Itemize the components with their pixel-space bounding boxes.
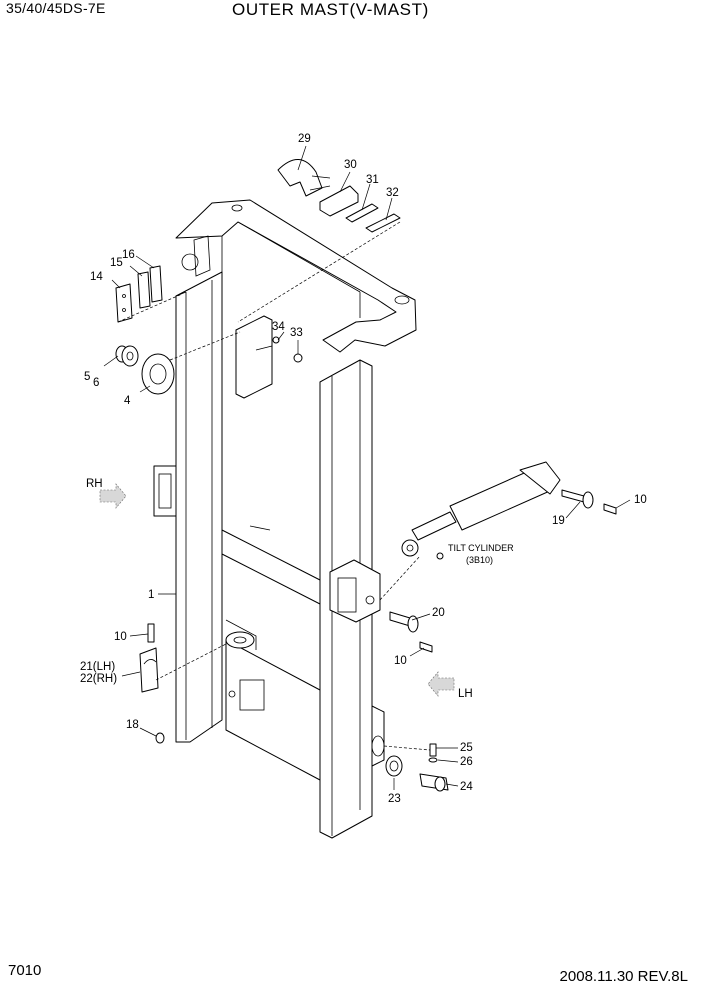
callout-30: 30 [344, 159, 357, 171]
part-20-pin [389, 611, 419, 633]
tilt-cylinder [401, 461, 561, 560]
part-10-bolt-a [603, 503, 617, 515]
callout-29: 29 [298, 133, 311, 145]
middle-crossmember [221, 525, 321, 605]
callout-14: 14 [90, 271, 103, 283]
callout-31: 31 [366, 174, 379, 186]
lower-crossmember [225, 619, 321, 781]
callout-23: 23 [388, 793, 401, 805]
rh-direction-arrow: RH [86, 478, 127, 509]
revision-date: 2008.11.30 REV.8L [559, 968, 688, 985]
lower-right-bracket [371, 705, 385, 767]
part-21-22-bracket [139, 647, 159, 693]
leader-lines [103, 145, 631, 790]
model-code: 35/40/45DS-7E [6, 0, 106, 16]
chain-anchor-bracket [235, 315, 303, 399]
callout-5: 5 [84, 371, 90, 383]
callout-26: 26 [460, 756, 473, 768]
tilt-cylinder-label: TILT CYLINDER [448, 543, 514, 553]
part-32-plate [365, 213, 401, 233]
page-title: OUTER MAST(V-MAST) [232, 0, 429, 19]
callout-20: 20 [432, 607, 445, 619]
callout-10-a: 10 [634, 494, 647, 506]
tilt-cylinder-ref: (3B10) [466, 555, 493, 565]
mast-top-crossmember [175, 199, 417, 353]
callout-16: 16 [122, 249, 135, 261]
callout-labels: 29 30 31 32 14 15 16 34 33 5 6 4 10 19 1… [80, 133, 647, 805]
part-16-plate [149, 265, 163, 303]
callout-24: 24 [460, 781, 473, 793]
page-number: 7010 [8, 962, 42, 979]
callout-21: 21(LH) [80, 661, 115, 673]
callout-15: 15 [110, 257, 123, 269]
part-5-6-washers [115, 345, 139, 367]
part-4-bearing [141, 353, 175, 395]
callout-32: 32 [386, 187, 399, 199]
part-10-bolt-c [147, 623, 155, 643]
callout-25: 25 [460, 742, 473, 754]
callout-10-b: 10 [394, 655, 407, 667]
right-mast-channel [319, 359, 381, 839]
callout-18: 18 [126, 719, 139, 731]
callout-6: 6 [93, 377, 99, 389]
callout-19: 19 [552, 515, 565, 527]
part-24-pin [419, 773, 449, 792]
rh-label: RH [86, 478, 103, 490]
part-26-washer [428, 757, 438, 763]
part-29-clamp [277, 159, 331, 197]
callout-34: 34 [272, 321, 285, 333]
part-15-plate [137, 271, 151, 309]
callout-33: 33 [290, 327, 303, 339]
part-18-fitting [155, 732, 165, 744]
part-10-bolt-b [419, 641, 433, 653]
part-31-plate [345, 203, 379, 223]
callout-1: 1 [148, 589, 154, 601]
callout-10-c: 10 [114, 631, 127, 643]
part-25-bolt [429, 743, 437, 757]
part-23-bushing [385, 755, 403, 777]
callout-4: 4 [124, 395, 131, 407]
part-14-bracket [115, 283, 133, 323]
left-mast-channel [153, 235, 223, 743]
lh-label: LH [458, 688, 473, 700]
part-19-pin [561, 489, 594, 509]
callout-22: 22(RH) [80, 673, 117, 685]
lh-direction-arrow: LH [427, 671, 473, 700]
part-30-plate [319, 185, 359, 217]
